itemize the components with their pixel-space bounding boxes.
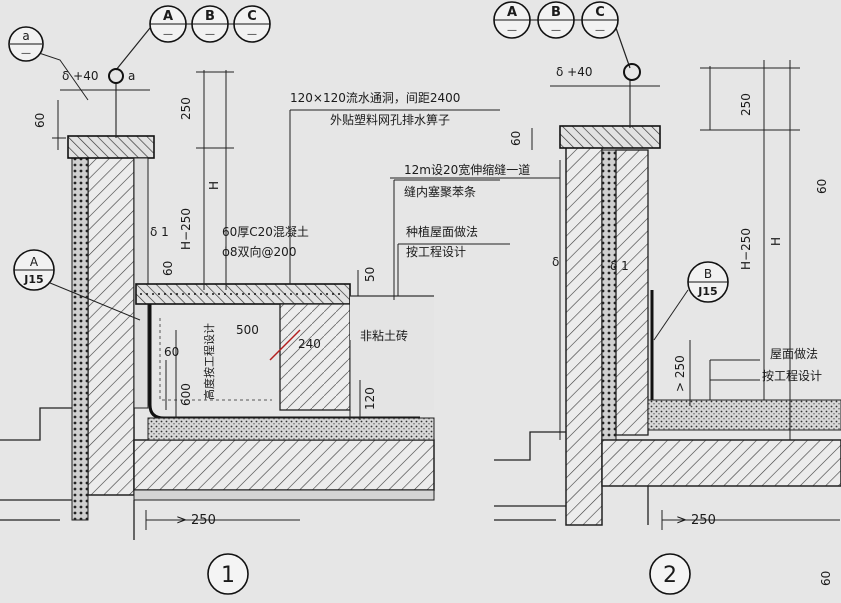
detail1-ring-a-sub: —: [163, 29, 173, 40]
detail1-dim-50: 50: [363, 267, 377, 282]
detail2-callout-b-sheet: J15: [697, 285, 717, 298]
detail2-note-roof-1: 屋面做法: [770, 346, 818, 361]
detail1-dim-240: 240: [298, 337, 321, 351]
detail1-delta-plus: δ +40: [62, 69, 98, 83]
detail1-ring-b: B: [205, 9, 215, 24]
detail2-dim-h: H: [769, 237, 783, 246]
detail2-number: 2: [663, 563, 677, 588]
detail2-note-roof-2: 按工程设计: [762, 368, 822, 383]
detail1-planting-soil: [350, 296, 434, 410]
detail1-brick-support: [279, 303, 351, 411]
detail1-dim-h: H: [207, 181, 221, 190]
detail2-ring-c-sub: —: [595, 25, 605, 36]
detail-2: A B C — — — B J15 δ +40 60 250 H−250 H 6…: [390, 1, 841, 595]
detail2-delta-plus: δ +40: [556, 65, 592, 79]
detail1-ceiling-beam: [133, 489, 435, 501]
detail1-insulation: [71, 149, 89, 521]
detail2-delta: δ: [552, 255, 559, 269]
detail2-ring-a-sub: —: [507, 25, 517, 36]
detail2-roof-slab: [601, 439, 841, 487]
detail1-dim-500: 500: [236, 323, 259, 337]
detail1-note-slab-2: ϕ8双向@200: [222, 244, 296, 259]
detail1-note-brick: 非粘土砖: [360, 328, 408, 343]
detail1-dimensions: [52, 70, 510, 530]
detail2-outer-wall: [565, 139, 603, 526]
detail1-exterior-ledge: [0, 407, 72, 521]
detail1-callout-a: A: [30, 255, 39, 269]
detail2-ring-c: C: [595, 5, 605, 20]
detail1-dim-600: 600: [179, 383, 193, 406]
detail2-roof-layers: [647, 399, 841, 431]
detail2-ring-b-sub: —: [551, 25, 561, 36]
detail2-dim-gt250-v: > 250: [673, 355, 687, 392]
detail2-dim-60-right: 60: [815, 179, 829, 194]
detail1-dim-60-left: 60: [33, 113, 47, 128]
detail1-a-mark: a: [128, 69, 135, 83]
detail2-inner-wall: [615, 149, 649, 436]
detail1-ring-c-sub: —: [247, 29, 257, 40]
detail1-dim-60-b: 60: [164, 345, 179, 359]
detail2-exterior-ledge: [494, 431, 566, 521]
detail2-callout-b: B: [704, 267, 712, 281]
detail2-ring-a: A: [507, 5, 517, 20]
detail1-roof-layers: [147, 417, 435, 441]
detail1-dim-gt250: > 250: [176, 513, 216, 528]
detail2-dim-h250: H−250: [739, 228, 753, 270]
detail1-note-plant-2: 按工程设计: [406, 244, 466, 259]
detail2-insulation: [601, 149, 617, 441]
detail1-note-drain-1: 120×120流水通洞，间距2400: [290, 91, 460, 105]
detail1-dim-60-a: 60: [161, 261, 175, 276]
detail2-note-joint-1: 12m设20宽伸缩缝一道: [404, 162, 530, 177]
detail2-number-circle: [649, 553, 691, 595]
detail2-delta1: δ 1: [610, 259, 629, 273]
detail1-roof-slab: [133, 439, 435, 491]
detail1-ring-b-sub: —: [205, 29, 215, 40]
detail1-dim-250: 250: [179, 97, 193, 120]
detail1-note-vertical: 高度按工程设计: [202, 323, 216, 400]
detail2-dimensions: [390, 60, 840, 530]
detail1-dim-120: 120: [363, 387, 377, 410]
detail1-callout-a-sheet: J15: [23, 273, 43, 286]
detail1-note-drain-2: 外贴塑料网孔排水箅子: [330, 112, 450, 127]
detail2-coping: [559, 125, 661, 149]
detail1-note-plant-1: 种植屋面做法: [406, 224, 478, 239]
detail1-ring-c: C: [247, 9, 257, 24]
detail1-dim-h250: H−250: [179, 208, 193, 250]
detail2-note-joint-2: 缝内塞聚苯条: [404, 184, 476, 199]
detail1-coping: [67, 135, 155, 159]
detail1-outer-wall: [87, 149, 135, 496]
detail1-ref-a: a: [22, 29, 29, 43]
detail1-ref-a-sub: —: [21, 48, 31, 59]
detail1-number: 1: [221, 563, 235, 588]
detail1-note-slab-1: 60厚C20混凝土: [222, 224, 309, 239]
detail2-ring-b: B: [551, 5, 561, 20]
detail1-ref-rings: [149, 5, 271, 43]
detail2-dim-gt250: > 250: [676, 513, 716, 528]
detail1-number-circle: [207, 553, 249, 595]
detail-1: A B C — — — a — A J15 δ +40 a 60 250 H−2…: [0, 5, 510, 595]
detail2-ref-rings: [493, 1, 619, 39]
detail2-dim-60-bottom: 60: [819, 571, 833, 586]
detail2-dim-250: 250: [739, 93, 753, 116]
detail2-dim-60: 60: [509, 131, 523, 146]
detail1-ring-a: A: [163, 9, 173, 24]
detail1-parapet-lining: [133, 157, 149, 409]
detail1-delta1: δ 1: [150, 225, 169, 239]
